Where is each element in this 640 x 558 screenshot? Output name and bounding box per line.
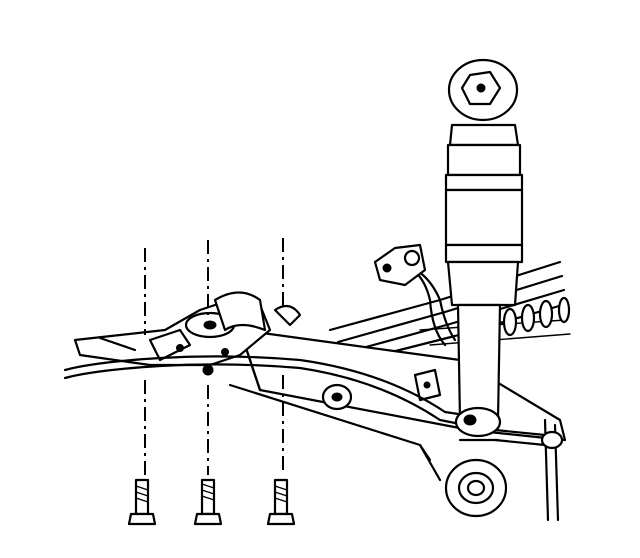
mounting-bolt xyxy=(266,478,296,526)
shock-absorber xyxy=(444,58,524,518)
spring-mounting-bracket xyxy=(73,291,302,376)
lower-shock-mount xyxy=(444,458,508,518)
bolt-alignment-lines xyxy=(144,238,284,475)
mounting-bolt xyxy=(193,478,223,526)
mounting-bolt xyxy=(127,478,157,526)
brake-line xyxy=(63,243,564,450)
